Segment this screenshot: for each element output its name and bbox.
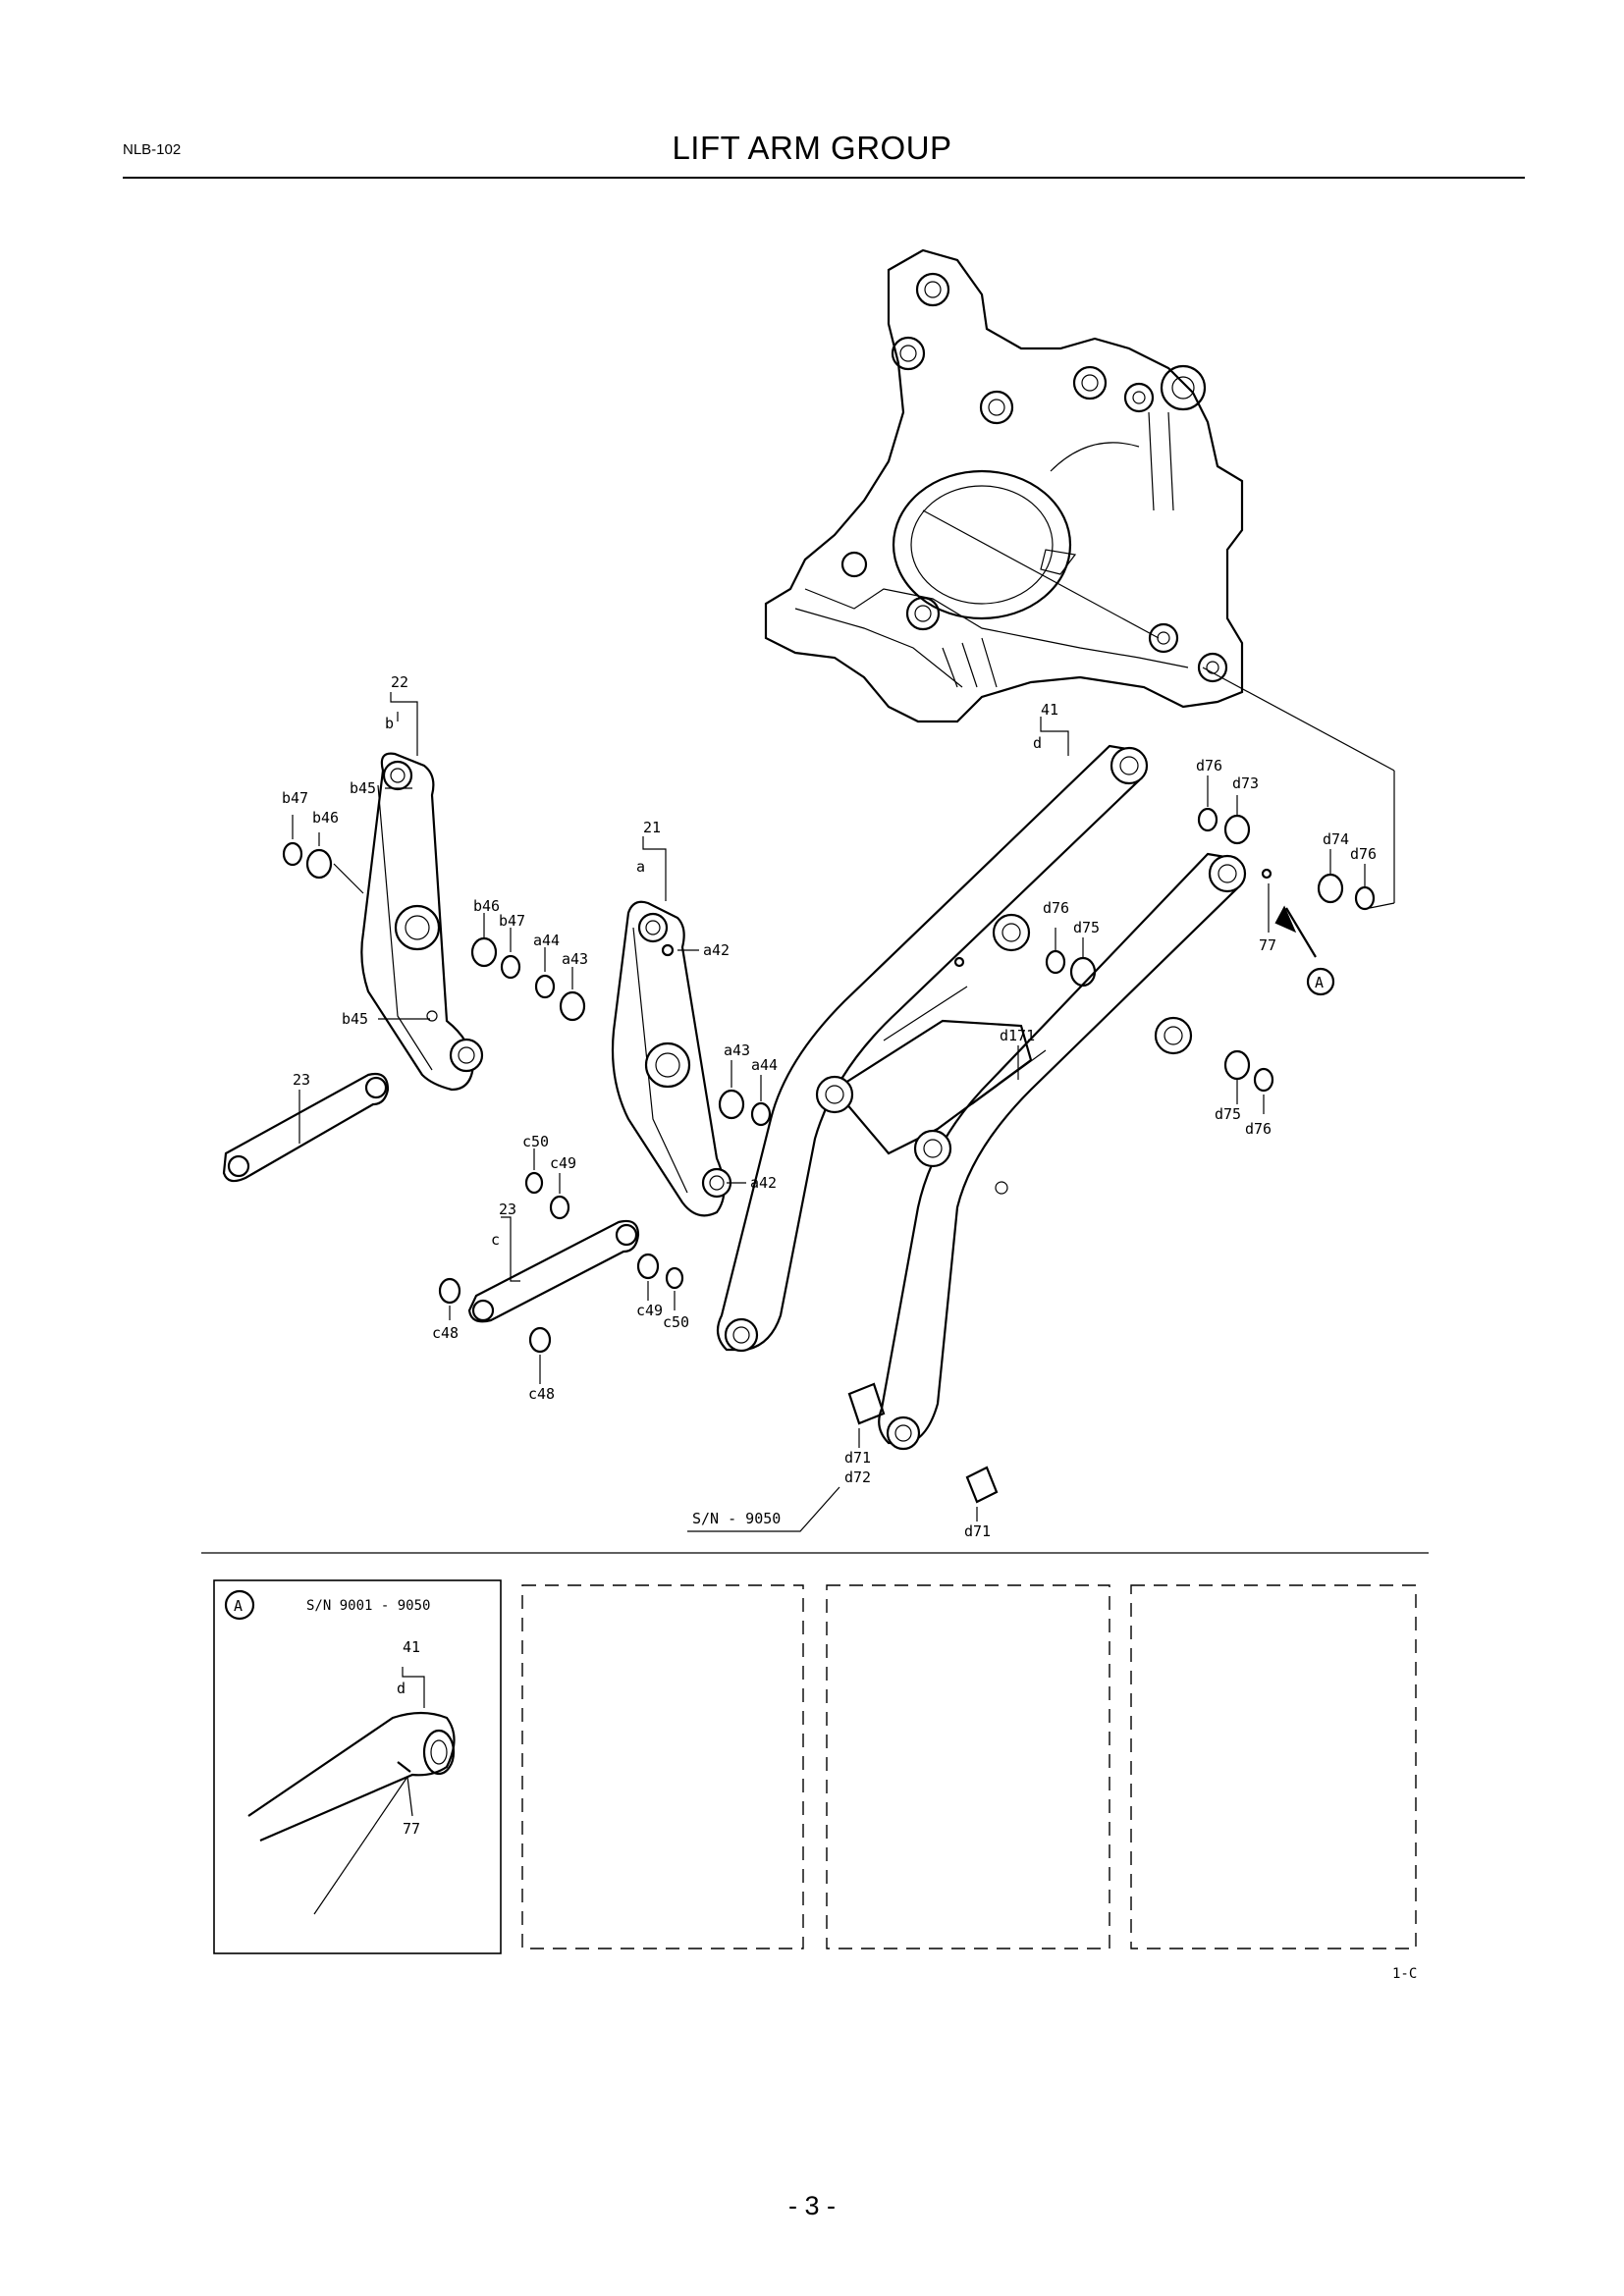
- callout-c48-bottom: c48: [528, 1385, 555, 1403]
- callout-22-sub: b: [385, 715, 394, 732]
- bellcrank-22: [333, 752, 484, 1092]
- callout-b47-right: b47: [499, 912, 525, 930]
- callout-b45-top: b45: [350, 779, 376, 797]
- callout-a42-top: a42: [703, 941, 730, 959]
- callout-d76-mid: d76: [1043, 899, 1069, 917]
- front-frame: [764, 248, 1395, 903]
- callout-d72: d72: [844, 1468, 871, 1486]
- callout-b46-left: b46: [312, 809, 339, 827]
- callout-c50-top: c50: [522, 1133, 549, 1150]
- detail-box-empty-1: [521, 1584, 804, 1949]
- callout-21-sub: a: [636, 858, 645, 876]
- callout-c50-bottom: c50: [663, 1313, 689, 1331]
- callout-a43-top: a43: [562, 950, 588, 968]
- callout-b46-right: b46: [473, 897, 500, 915]
- callout-d71-left: d71: [844, 1449, 871, 1467]
- callout-d76-bottom: d76: [1245, 1120, 1272, 1138]
- callout-d74: d74: [1323, 830, 1349, 848]
- detail-serial-range: S/N 9001 - 9050: [306, 1598, 430, 1614]
- callout-23c: 23: [499, 1201, 516, 1218]
- document-code: NLB-102: [123, 141, 182, 158]
- callout-a43-bottom: a43: [724, 1041, 750, 1059]
- callout-a44-bottom: a44: [751, 1056, 778, 1074]
- link-23: [222, 1072, 390, 1183]
- link-23c: [467, 1219, 640, 1323]
- bellcrank-21: [611, 900, 732, 1217]
- detail-callout-d: d: [397, 1680, 406, 1697]
- figure-code: 1-C: [1392, 1966, 1417, 1982]
- detail-callout-77: 77: [403, 1820, 420, 1838]
- callout-22: 22: [391, 673, 408, 691]
- page-title: LIFT ARM GROUP: [672, 130, 952, 166]
- callout-b47-left: b47: [282, 789, 308, 807]
- detail-callout-41: 41: [403, 1638, 420, 1656]
- callout-d75-mid: d75: [1073, 919, 1100, 936]
- page-number: - 3 -: [787, 2191, 836, 2220]
- callout-d76-top: d76: [1196, 757, 1222, 774]
- callout-d73: d73: [1232, 774, 1259, 792]
- callout-41-sub: d: [1033, 734, 1042, 752]
- callout-d75-bottom: d75: [1215, 1105, 1241, 1123]
- callout-41: 41: [1041, 701, 1058, 719]
- detail-view-a: A S/N 9001 - 9050 41 d 77: [213, 1579, 502, 1954]
- title-divider: [123, 177, 1525, 179]
- callout-23: 23: [293, 1071, 310, 1089]
- callout-c48-left: c48: [432, 1324, 459, 1342]
- detail-box-empty-2: [826, 1584, 1110, 1949]
- callout-b45-bottom: b45: [342, 1010, 368, 1028]
- detail-box-empty-3: [1130, 1584, 1417, 1949]
- serial-note: S/N - 9050: [692, 1510, 781, 1527]
- view-a-marker: A: [1315, 974, 1324, 991]
- small-parts: [282, 807, 1376, 1504]
- callout-a42-bottom: a42: [750, 1174, 777, 1192]
- callout-a44-top: a44: [533, 932, 560, 949]
- callout-c49-bottom: c49: [636, 1302, 663, 1319]
- callout-d76-right: d76: [1350, 845, 1377, 863]
- callout-21: 21: [643, 819, 661, 836]
- callout-leaders: [292, 692, 1395, 1532]
- detail-marker: A: [234, 1597, 243, 1615]
- callout-d171: d171: [1000, 1027, 1035, 1044]
- callout-23c-sub: c: [491, 1231, 500, 1249]
- callout-labels: 22 b b45 b47 b46 b46 b47 a44 a43 b45 23 …: [282, 673, 1377, 1540]
- callout-d71-right: d71: [964, 1522, 991, 1540]
- lift-arm-41: [716, 744, 1247, 1451]
- callout-c49-top: c49: [550, 1154, 576, 1172]
- callout-77: 77: [1259, 936, 1276, 954]
